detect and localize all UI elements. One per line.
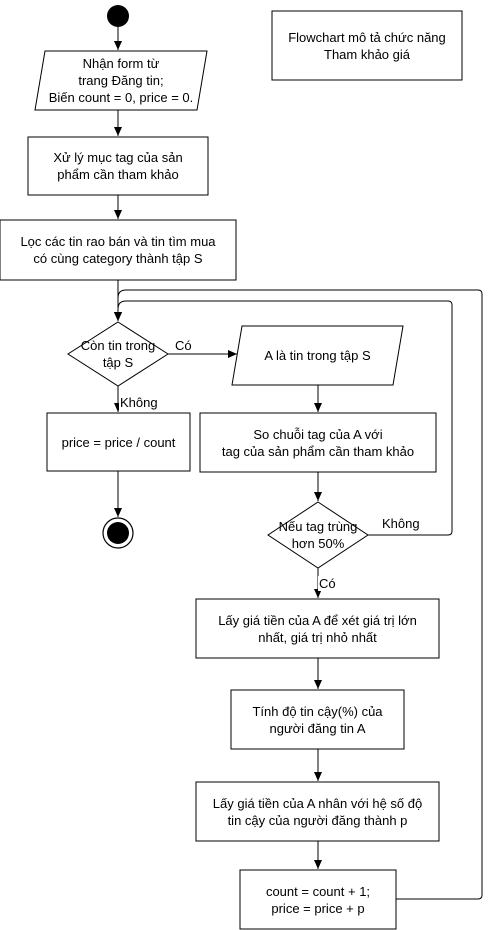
edge-match-no-loop: [114, 300, 453, 536]
compute-price-node: [46, 412, 191, 472]
input-a-label: A là tin trong tập S: [264, 348, 371, 363]
edge-update-loop: [114, 289, 483, 900]
compare-tags-node: [199, 412, 437, 473]
start-node: [107, 5, 129, 27]
multiply-node: [195, 781, 440, 842]
process-tags-node: [27, 136, 209, 196]
update-node: [239, 869, 397, 930]
input-a-node: [231, 325, 404, 386]
filter-posts-node: [0, 219, 237, 281]
input-form-node: [34, 50, 208, 111]
edge-label-match-no: Không: [381, 516, 421, 531]
reliability-node: [230, 689, 405, 750]
end-node: [107, 522, 129, 544]
update-label: count = count + 1;price = price + p: [265, 883, 371, 916]
edge-label-remaining-yes: Có: [174, 338, 193, 353]
edge-label-match-yes: Có: [318, 576, 337, 591]
edge-label-remaining-no: Không: [119, 395, 159, 410]
title-box: [271, 10, 463, 81]
compute-price-label: price = price / count: [61, 434, 176, 450]
